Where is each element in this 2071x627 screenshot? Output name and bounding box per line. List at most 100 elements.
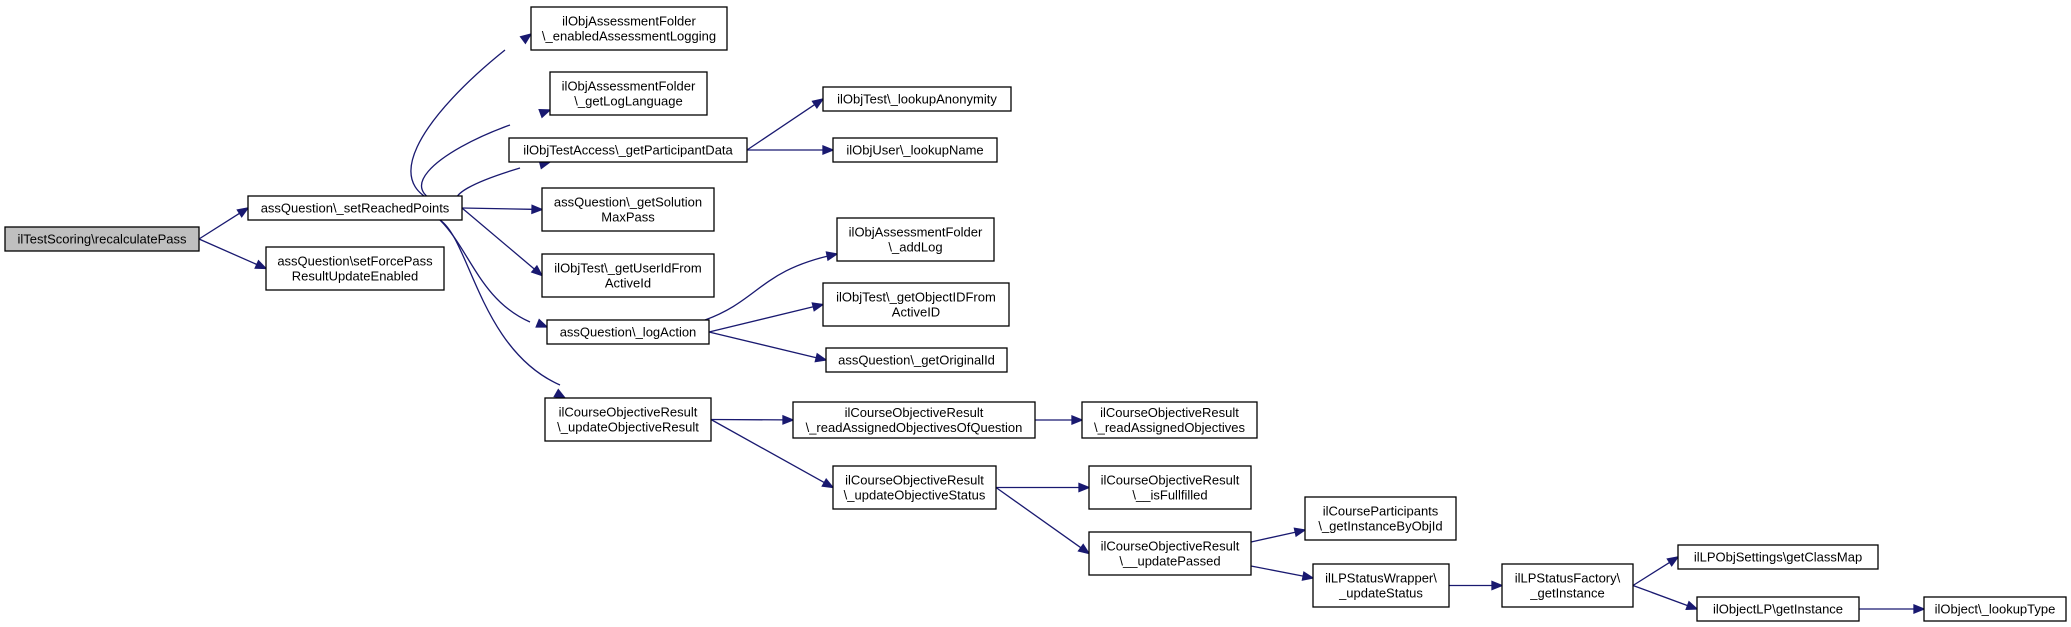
node-label: \_getLogLanguage	[574, 94, 682, 109]
node-label: ActiveID	[892, 305, 940, 320]
node-box	[1088, 531, 1252, 576]
edge-getPartData-to-lookupAnon	[746, 104, 816, 151]
arrowhead-updObjRes-to-readAssignedQ	[782, 414, 795, 425]
node-label: ActiveId	[605, 276, 651, 291]
node-enabledLog[interactable]: ilObjAssessmentFolder\_enabledAssessment…	[530, 6, 728, 51]
node-box	[549, 71, 708, 116]
edge-logAction-to-getOrigId	[708, 331, 817, 359]
arrowhead-setReached-to-updObjRes	[553, 388, 567, 399]
node-label: ilCourseObjectiveResult	[845, 473, 984, 488]
node-label: ilLPStatusWrapper\	[1325, 571, 1437, 586]
edge-updObjStatus-to-updPassed	[995, 486, 1082, 549]
node-lpUpdate[interactable]: ilLPStatusWrapper\_updateStatus	[1312, 563, 1450, 608]
node-box	[541, 187, 715, 232]
node-getOrigId[interactable]: assQuestion\_getOriginalId	[825, 347, 1008, 373]
edge-setReached-to-getSolMax	[461, 207, 533, 210]
edge-updPassed-to-getInstByObj	[1250, 531, 1296, 543]
node-readAssigned[interactable]: ilCourseObjectiveResult\_readAssignedObj…	[1081, 401, 1258, 439]
node-box	[544, 397, 712, 442]
node-box	[792, 401, 1036, 439]
node-label: assQuestion\_getSolution	[554, 195, 702, 210]
node-logAction[interactable]: assQuestion\_logAction	[546, 319, 710, 345]
node-label: ilObjAssessmentFolder	[562, 79, 696, 94]
node-root[interactable]: ilTestScoring\recalculatePass	[4, 226, 200, 252]
node-label: ilLPStatusFactory\	[1515, 571, 1621, 586]
node-label: \_addLog	[888, 240, 942, 255]
arrowhead-setReached-to-getLogLang	[538, 109, 552, 119]
node-label: ilObjTest\_getUserIdFrom	[554, 261, 701, 276]
edge-root-to-setReached	[198, 212, 240, 240]
node-label: assQuestion\_setReachedPoints	[261, 201, 450, 216]
node-box	[265, 246, 445, 291]
arrowhead-root-to-setForce	[254, 259, 268, 270]
node-label: ilObjAssessmentFolder	[562, 14, 696, 29]
edge-updObjRes-to-updObjStatus	[710, 418, 825, 484]
edge-setReached-to-updObjRes	[439, 219, 561, 386]
node-label: ilObjTest\_lookupAnonymity	[837, 92, 997, 107]
node-box	[530, 6, 728, 51]
node-label: ilCourseObjectiveResult	[1101, 473, 1240, 488]
arrowhead-setReached-to-logAction	[535, 318, 549, 328]
arrowhead-logAction-to-addLog	[825, 251, 839, 262]
node-label: ilCourseParticipants	[1323, 504, 1439, 519]
nodes-layer: ilTestScoring\recalculatePass assQuestion…	[4, 6, 2067, 622]
node-readAssignedQ[interactable]: ilCourseObjectiveResult\_readAssignedObj…	[792, 401, 1036, 439]
node-getInstByObj[interactable]: ilCourseParticipants\_getInstanceByObjId	[1304, 496, 1457, 541]
node-box	[822, 282, 1010, 327]
node-label: _getInstance	[1529, 586, 1604, 601]
arrowhead-root-to-setReached	[236, 207, 250, 218]
arrowhead-setReached-to-getUserId	[530, 264, 544, 277]
arrowhead-setReached-to-getSolMax	[531, 204, 544, 215]
node-updObjRes[interactable]: ilCourseObjectiveResult\_updateObjective…	[544, 397, 712, 442]
arrowhead-objLPInst-to-lookupType	[1913, 604, 1926, 614]
node-updPassed[interactable]: ilCourseObjectiveResult\__updatePassed	[1088, 531, 1252, 576]
edge-lpFactory-to-classMap	[1632, 561, 1670, 587]
node-box	[1304, 496, 1457, 541]
node-box	[832, 465, 997, 510]
node-lookupName[interactable]: ilObjUser\_lookupName	[832, 137, 998, 163]
node-setForce[interactable]: assQuestion\setForcePassResultUpdateEnab…	[265, 246, 445, 291]
node-addLog[interactable]: ilObjAssessmentFolder\_addLog	[836, 217, 995, 262]
node-box	[1081, 401, 1258, 439]
node-lookupAnon[interactable]: ilObjTest\_lookupAnonymity	[822, 86, 1012, 112]
node-label: \_readAssignedObjectivesOfQuestion	[806, 420, 1023, 435]
node-box	[836, 217, 995, 262]
arrowhead-updObjStatus-to-isFull	[1078, 482, 1091, 493]
node-box	[1923, 596, 2067, 622]
node-label: assQuestion\setForcePass	[277, 254, 433, 269]
node-label: ResultUpdateEnabled	[292, 269, 418, 284]
node-label: assQuestion\_logAction	[560, 325, 697, 340]
node-box	[1312, 563, 1450, 608]
node-getPartData[interactable]: ilObjTestAccess\_getParticipantData	[508, 137, 748, 163]
node-box	[1677, 544, 1879, 570]
node-label: ilObjectLP\getInstance	[1713, 602, 1843, 617]
node-label: ilCourseObjectiveResult	[559, 405, 698, 420]
node-label: \_enabledAssessmentLogging	[542, 29, 716, 44]
node-label: ilObjTest\_getObjectIDFrom	[836, 290, 996, 305]
node-label: ilTestScoring\recalculatePass	[17, 232, 187, 247]
arrowhead-lpFactory-to-classMap	[1666, 556, 1680, 567]
node-updObjStatus[interactable]: ilCourseObjectiveResult\_updateObjective…	[832, 465, 997, 510]
node-label: \_updateObjectiveStatus	[844, 488, 986, 503]
edges-layer	[198, 32, 1926, 614]
node-box	[825, 347, 1008, 373]
edge-setReached-to-getUserId	[461, 207, 535, 270]
node-isFull[interactable]: ilCourseObjectiveResult\__isFullfilled	[1088, 465, 1252, 510]
node-box	[4, 226, 200, 252]
node-box	[822, 86, 1012, 112]
node-label: \__isFullfilled	[1132, 488, 1207, 503]
node-label: _updateStatus	[1338, 586, 1423, 601]
node-classMap[interactable]: ilLPObjSettings\getClassMap	[1677, 544, 1879, 570]
node-label: ilCourseObjectiveResult	[1100, 405, 1239, 420]
node-lpFactory[interactable]: ilLPStatusFactory\_getInstance	[1501, 563, 1634, 608]
node-setReached[interactable]: assQuestion\_setReachedPoints	[247, 195, 463, 221]
node-getLogLang[interactable]: ilObjAssessmentFolder\_getLogLanguage	[549, 71, 708, 116]
arrowhead-lpUpdate-to-lpFactory	[1491, 580, 1504, 591]
node-lookupType[interactable]: ilObject\_lookupType	[1923, 596, 2067, 622]
edge-lpFactory-to-objLPInst	[1632, 584, 1688, 607]
node-objLPInst[interactable]: ilObjectLP\getInstance	[1696, 596, 1860, 622]
